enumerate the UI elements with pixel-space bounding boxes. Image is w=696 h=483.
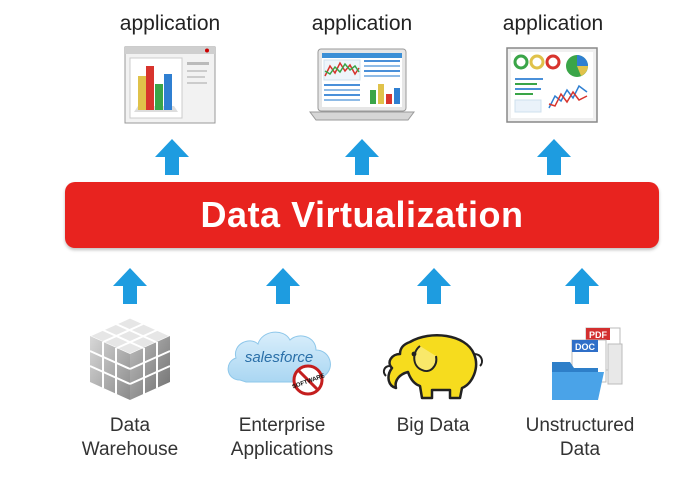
arrow-up-icon — [537, 139, 571, 175]
data-virtualization-band: Data Virtualization — [65, 182, 659, 248]
arrow-up-icon — [155, 139, 189, 175]
arrow-up-icon — [565, 268, 599, 304]
data-cube-icon — [88, 317, 172, 400]
source-label-unstructured-data: Unstructured Data — [505, 414, 655, 462]
arrow-up-icon — [266, 268, 300, 304]
hadoop-elephant-icon — [382, 334, 483, 400]
application-label-1: application — [119, 12, 221, 35]
pdf-label: PDF — [589, 330, 608, 340]
source-label-line1: Data — [109, 415, 151, 436]
salesforce-logo-text: salesforce — [245, 349, 313, 366]
arrow-up-icon — [113, 268, 147, 304]
bar-chart-window-icon — [124, 46, 216, 124]
source-label-line1: Big Data — [396, 415, 470, 436]
source-label-line1: Unstructured — [525, 415, 635, 436]
application-label-2: application — [311, 12, 413, 35]
monitor-dashboard-icon — [506, 47, 598, 123]
salesforce-cloud-icon: salesforce SOFTWARE — [227, 331, 331, 396]
source-label-data-warehouse: Data Warehouse — [55, 414, 205, 462]
source-label-line1: Enterprise — [238, 415, 326, 436]
band-title: Data Virtualization — [200, 194, 524, 235]
source-label-line2: Applications — [230, 439, 334, 460]
source-label-line2: Data — [559, 439, 601, 460]
application-label-3: application — [502, 12, 604, 35]
documents-folder-icon: PDF DOC — [552, 327, 623, 400]
source-label-big-data: Big Data — [358, 414, 508, 438]
doc-label: DOC — [575, 342, 596, 352]
arrow-up-icon — [417, 268, 451, 304]
source-label-line2: Warehouse — [81, 439, 179, 460]
arrow-up-icon — [345, 139, 379, 175]
source-label-enterprise-applications: Enterprise Applications — [207, 414, 357, 462]
laptop-dashboard-icon — [309, 48, 415, 121]
